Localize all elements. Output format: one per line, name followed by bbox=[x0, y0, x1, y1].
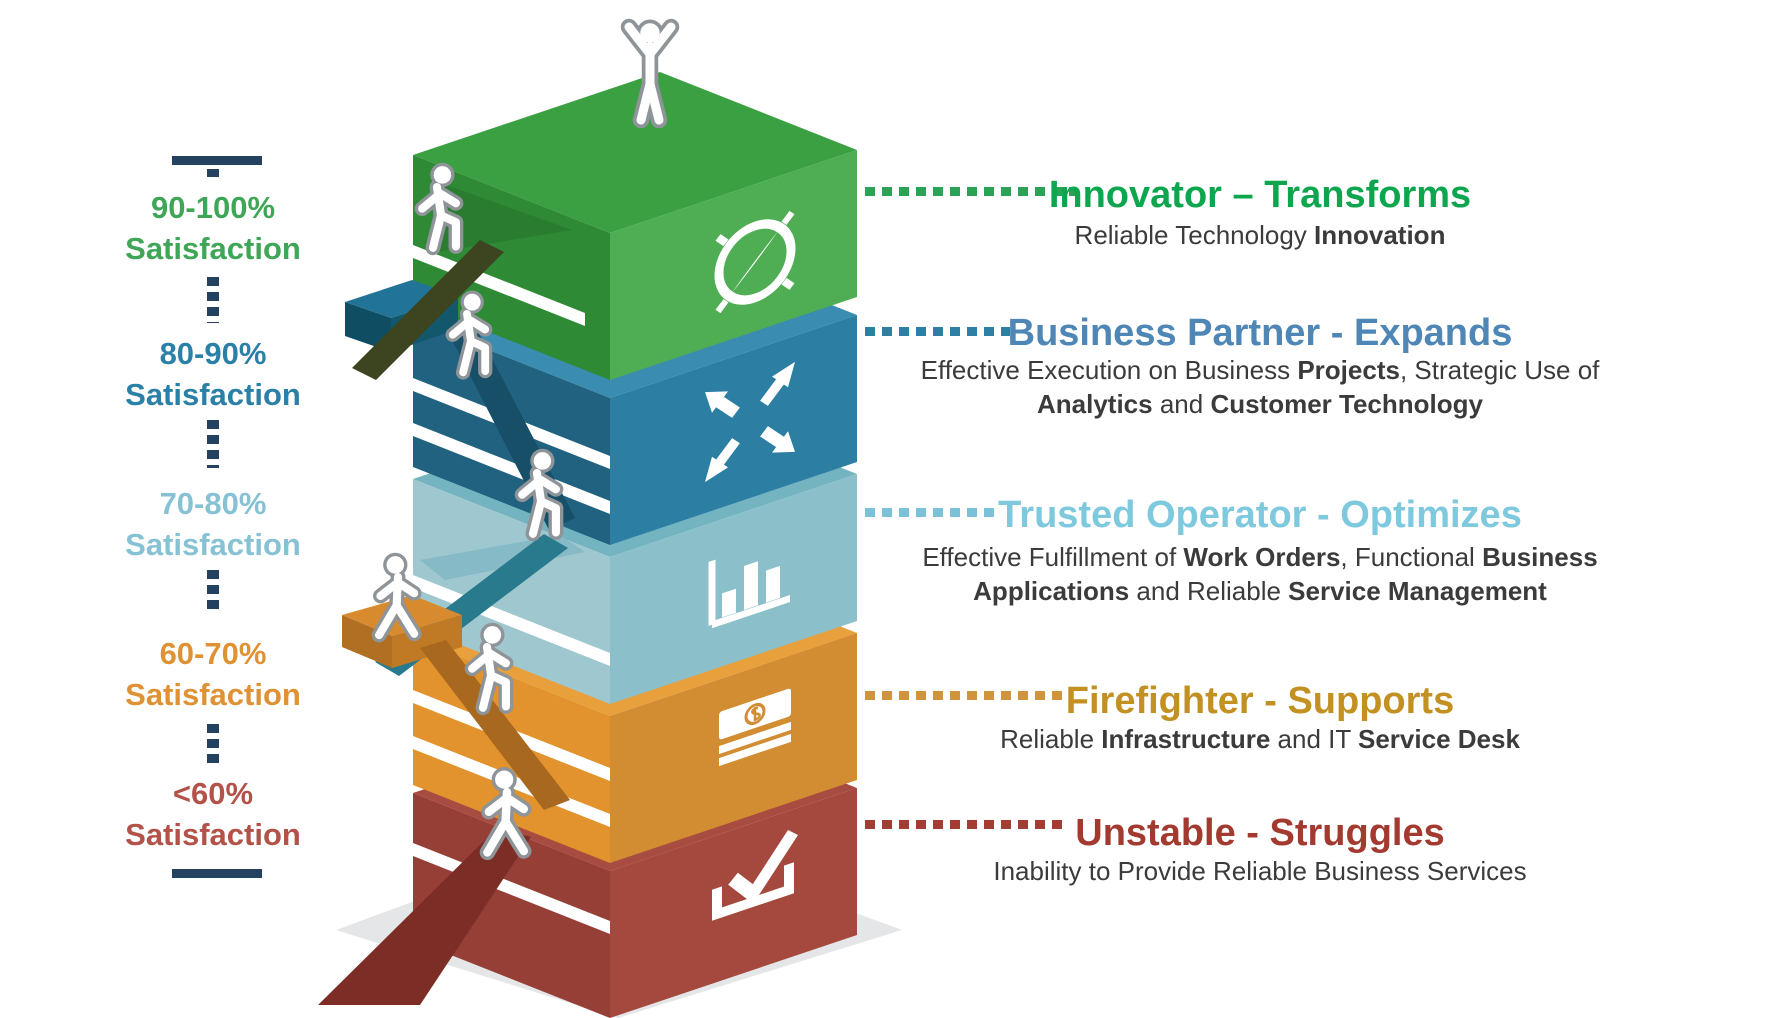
satisfaction-range-below-60: <60% Satisfaction bbox=[125, 776, 301, 852]
scale-tick bbox=[207, 169, 219, 177]
level-title-business-partner: Business Partner - Expands bbox=[1007, 312, 1513, 354]
level-description-firefighter: Reliable Infrastructure and IT Service D… bbox=[1000, 724, 1520, 754]
scale-dotted-separator bbox=[207, 724, 219, 765]
leader-line-firefighter bbox=[865, 691, 1070, 700]
satisfaction-range-90-100: 90-100% Satisfaction bbox=[125, 190, 301, 266]
level-title-trusted-operator: Trusted Operator - Optimizes bbox=[998, 494, 1522, 536]
level-description-trusted-operator: Effective Fulfillment of Work Orders, Fu… bbox=[922, 542, 1598, 606]
scale-top-bar bbox=[172, 156, 262, 165]
leader-line-business-partner bbox=[865, 327, 1010, 336]
level-title-firefighter: Firefighter - Supports bbox=[1065, 680, 1455, 722]
compass-icon bbox=[714, 210, 796, 314]
level-title-unstable: Unstable - Struggles bbox=[1075, 812, 1445, 854]
satisfaction-range-80-90: 80-90% Satisfaction bbox=[125, 336, 301, 412]
scale-dotted-separator bbox=[207, 420, 219, 468]
money-icon bbox=[719, 688, 791, 767]
ground-shadow bbox=[336, 826, 902, 1018]
satisfaction-range-70-80: 70-80% Satisfaction bbox=[125, 486, 301, 562]
satisfaction-range-60-70: 60-70% Satisfaction bbox=[125, 636, 301, 712]
leader-line-trusted-operator bbox=[865, 508, 1000, 517]
scale-dotted-separator bbox=[207, 277, 219, 323]
checkmark-icon bbox=[712, 830, 798, 921]
level-description-innovator: Reliable Technology Innovation bbox=[1074, 220, 1446, 250]
leader-line-unstable bbox=[865, 820, 1065, 829]
stair-ramps bbox=[318, 240, 585, 1005]
level-title-innovator: Innovator – Transforms bbox=[1048, 174, 1472, 216]
bar-chart-icon bbox=[708, 559, 790, 629]
leader-line-innovator bbox=[865, 187, 1075, 196]
scale-bottom-bar bbox=[172, 869, 262, 878]
scale-dotted-separator bbox=[207, 570, 219, 614]
expand-arrows-icon bbox=[705, 361, 795, 483]
level-description-business-partner: Effective Execution on Business Projects… bbox=[920, 355, 1600, 419]
level-description-unstable: Inability to Provide Reliable Business S… bbox=[993, 856, 1527, 886]
